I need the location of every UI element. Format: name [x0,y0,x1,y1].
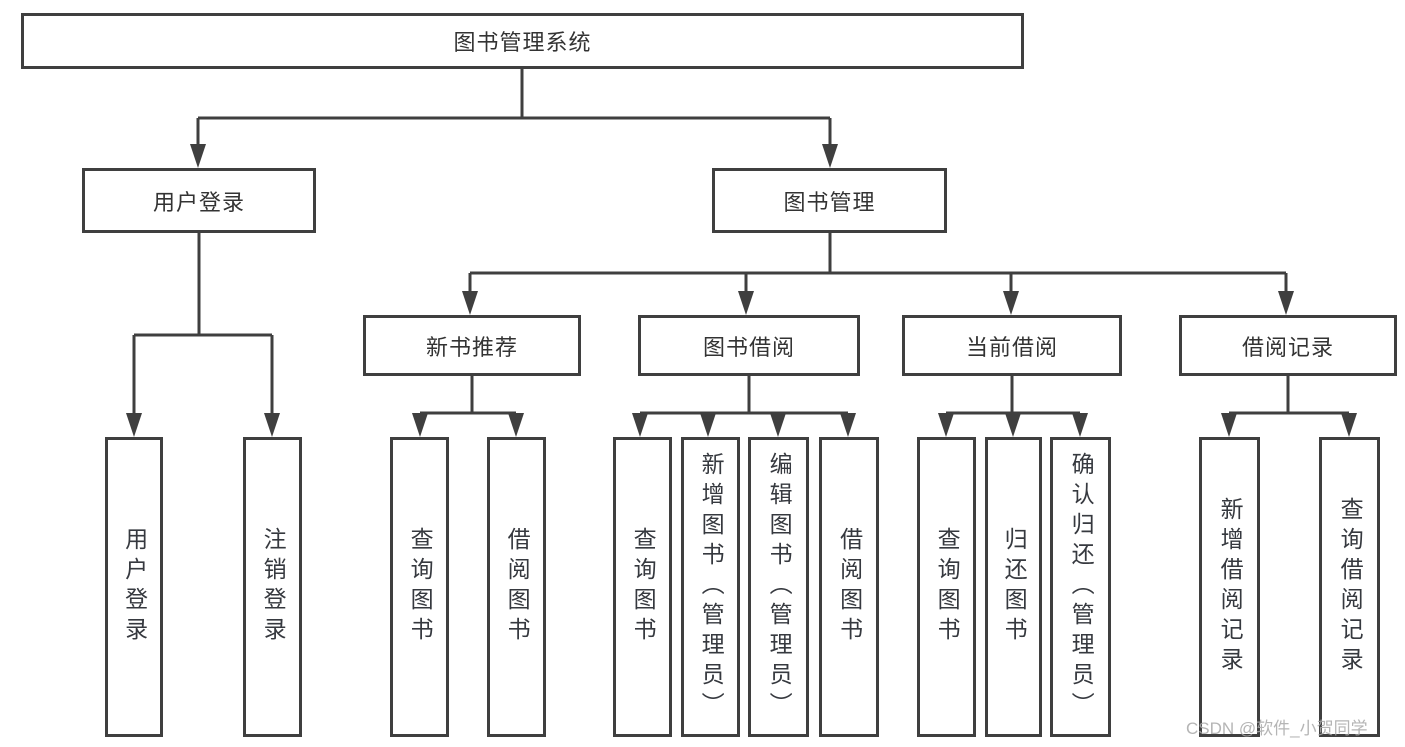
leaf-newrec-borrow-book: 借阅图书 [487,437,546,737]
connector-records-to-leaves [1229,376,1349,415]
connector-newrec-to-leaves [420,376,516,415]
node-label: 查询图书 [407,527,434,647]
arrowhead [462,291,478,315]
node-label: 查询借阅记录 [1337,497,1364,677]
leaf-borrow-borrow-book: 借阅图书 [819,437,879,737]
node-library-system: 图书管理系统 [21,13,1024,69]
connector-bookmgmt-to-level3 [468,233,1288,292]
leaf-borrow-add-book-admin: 新增图书（管理员） [681,437,740,737]
connector-root-to-level2 [196,69,832,146]
arrowhead [632,413,648,437]
node-label: 当前借阅 [965,334,1058,360]
arrowhead [938,413,954,437]
arrowhead [1005,413,1021,437]
arrowhead [770,413,786,437]
leaf-logout: 注销登录 [243,437,302,737]
node-book-borrow: 图书借阅 [638,315,860,376]
arrowheads [126,144,1357,437]
leaf-records-query-record: 查询借阅记录 [1319,437,1380,737]
arrowhead [1221,413,1237,437]
arrowhead [508,413,524,437]
node-label: 编辑图书（管理员） [766,452,793,722]
node-borrow-records: 借阅记录 [1179,315,1397,376]
node-label: 图书借阅 [702,334,795,360]
leaf-user-login: 用户登录 [105,437,163,737]
node-label: 新增图书（管理员） [698,452,725,722]
arrowhead [822,144,838,168]
node-label: 图书管理系统 [453,30,592,55]
node-book-management: 图书管理 [712,168,947,233]
node-label: 查询图书 [934,527,961,647]
node-current-borrow: 当前借阅 [902,315,1122,376]
node-label: 用户登录 [121,527,148,647]
arrowhead [412,413,428,437]
arrowhead [1072,413,1088,437]
leaf-borrow-query-book: 查询图书 [613,437,672,737]
leaf-current-query-book: 查询图书 [917,437,976,737]
connector-userlogin-to-leaves [132,233,274,414]
node-label: 新增借阅记录 [1217,497,1244,677]
leaf-records-add-record: 新增借阅记录 [1199,437,1260,737]
node-label: 借阅记录 [1241,334,1334,360]
leaf-borrow-edit-book-admin: 编辑图书（管理员） [748,437,809,737]
node-label: 查询图书 [630,527,657,647]
arrowhead [126,413,142,437]
arrowhead [700,413,716,437]
node-label: 归还图书 [1001,527,1028,647]
leaf-current-confirm-return-admin: 确认归还（管理员） [1050,437,1111,737]
connector-borrow-to-leaves [640,376,848,415]
arrowhead [840,413,856,437]
node-label: 图书管理 [783,189,876,215]
leaf-newrec-query-book: 查询图书 [390,437,449,737]
node-user-login: 用户登录 [82,168,316,233]
arrowhead [190,144,206,168]
arrowhead [738,291,754,315]
arrowhead [1341,413,1357,437]
node-label: 借阅图书 [836,527,863,647]
node-label: 新书推荐 [425,334,518,360]
connector-current-to-leaves [946,376,1080,415]
node-label: 确认归还（管理员） [1068,452,1095,722]
leaf-current-return-book: 归还图书 [985,437,1042,737]
csdn-watermark: CSDN @软件_小贺同学 [1186,719,1368,738]
node-label: 注销登录 [260,527,287,647]
node-new-book-recommend: 新书推荐 [363,315,581,376]
arrowhead [1003,291,1019,315]
node-label: 借阅图书 [504,527,531,647]
node-label: 用户登录 [152,189,245,215]
arrowhead [1278,291,1294,315]
arrowhead [264,413,280,437]
